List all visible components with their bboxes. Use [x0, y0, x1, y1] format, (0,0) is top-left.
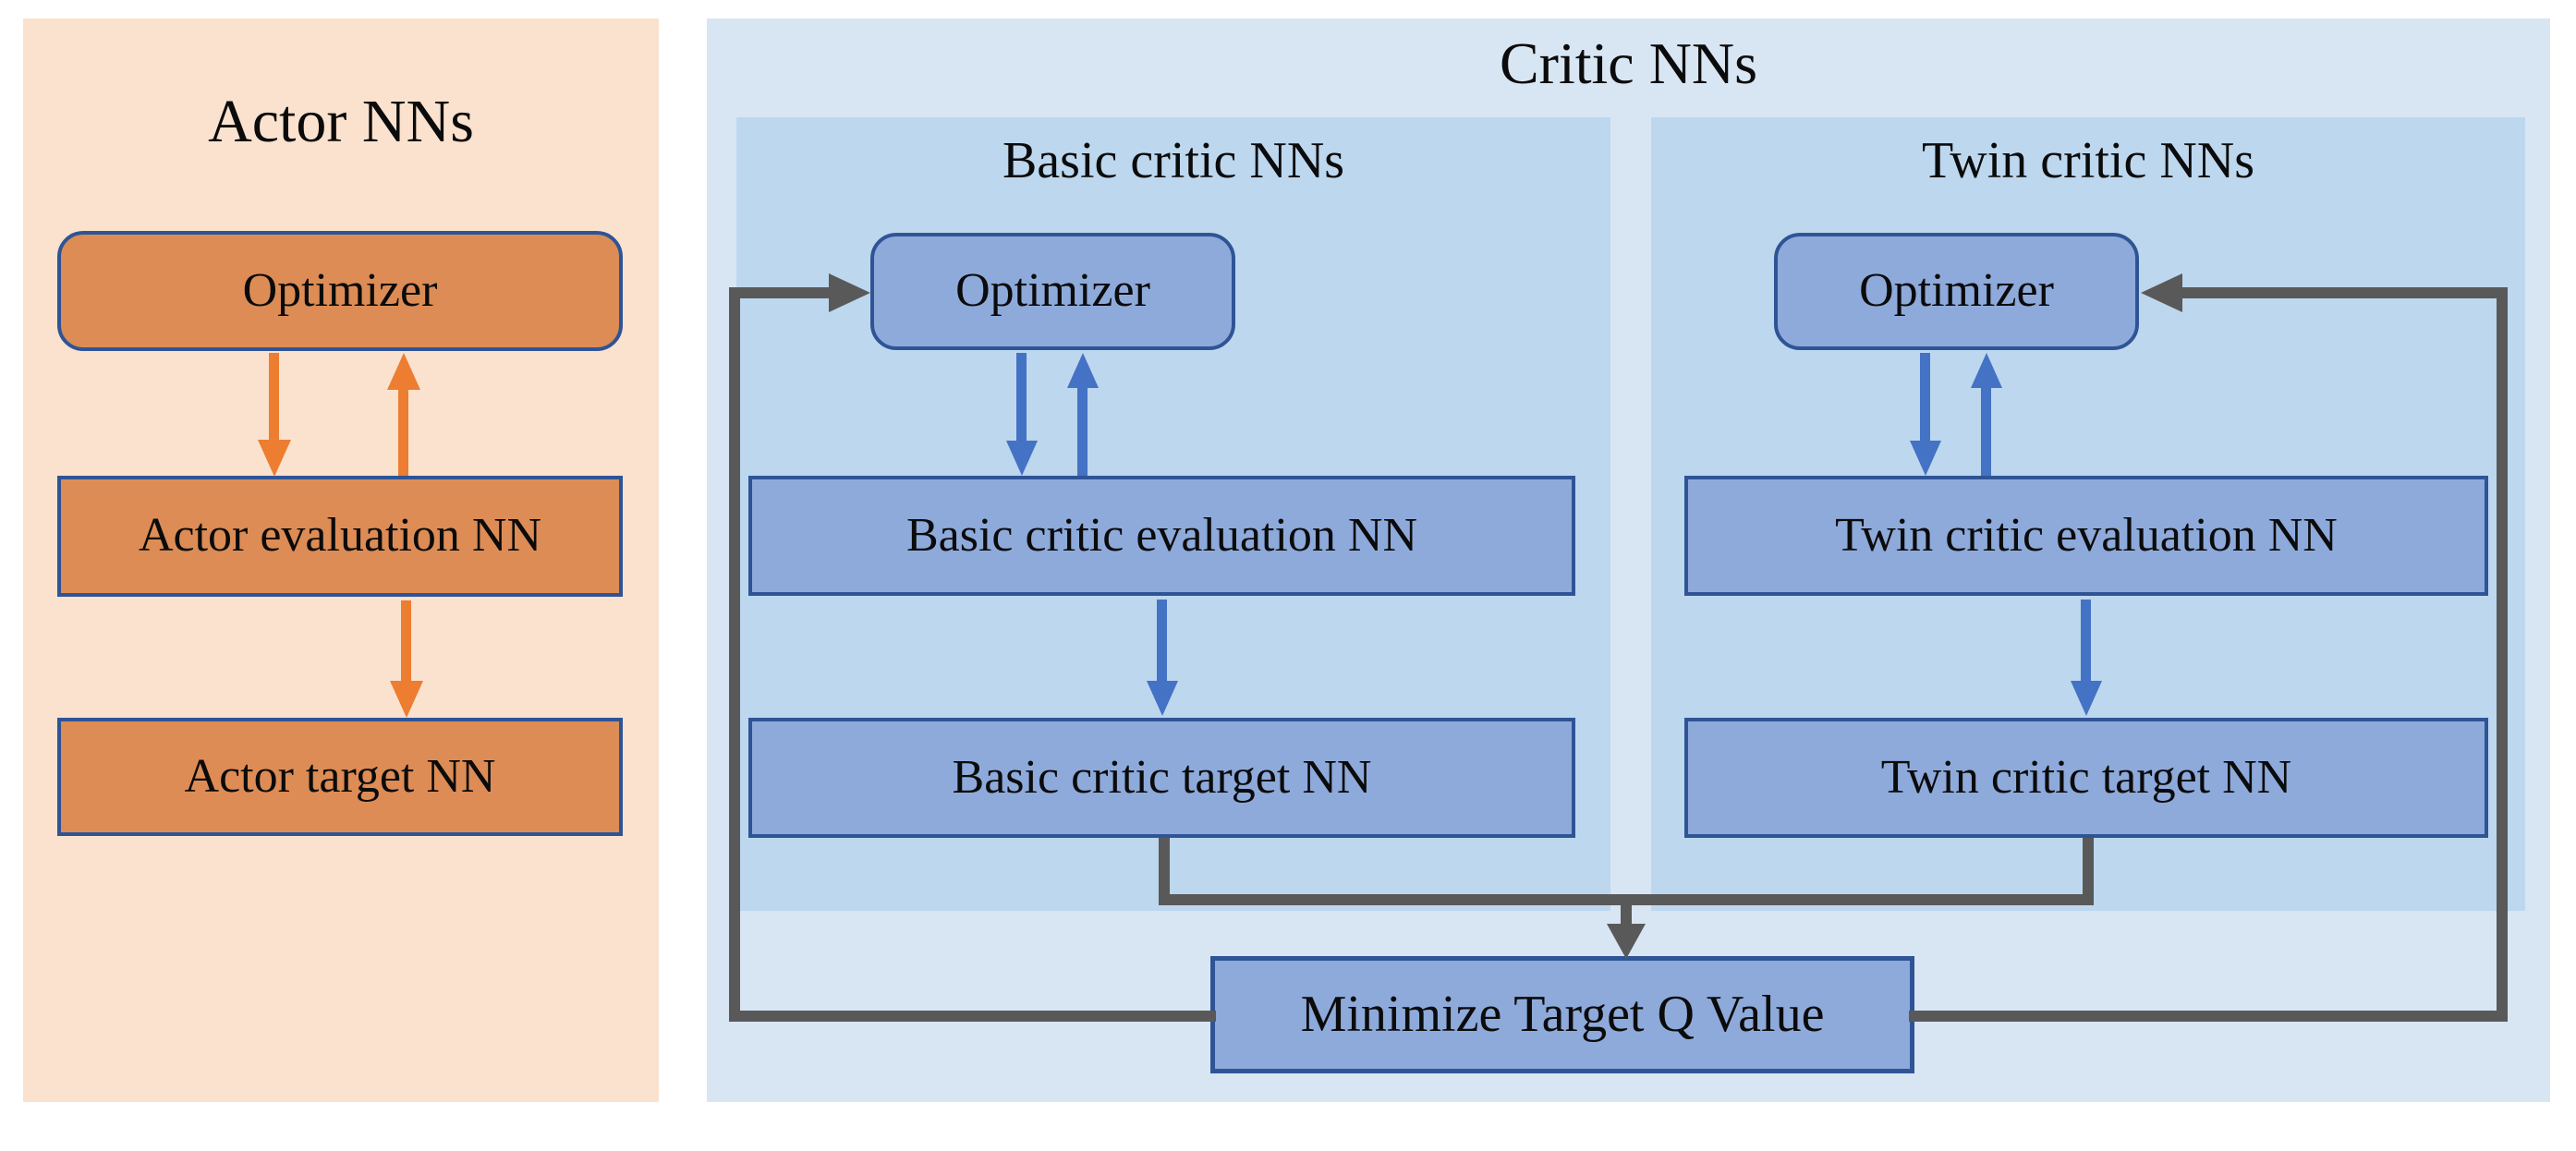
basic-critic-optimizer-box: Optimizer — [870, 233, 1235, 350]
actor-optimizer-box: Optimizer — [57, 231, 623, 351]
twin-critic-optimizer-box: Optimizer — [1774, 233, 2139, 350]
basic-critic-subpanel-title: Basic critic NNs — [1002, 132, 1345, 189]
actor-evaluation-nn-label: Actor evaluation NN — [138, 509, 542, 563]
actor-panel-title: Actor NNs — [208, 88, 474, 155]
minimize-target-q-value-label: Minimize Target Q Value — [1300, 986, 1825, 1044]
actor-target-nn-box: Actor target NN — [57, 718, 623, 836]
basic-critic-target-nn-label: Basic critic target NN — [952, 750, 1372, 804]
basic-critic-evaluation-nn-label: Basic critic evaluation NN — [905, 508, 1418, 562]
basic-critic-optimizer-label: Optimizer — [955, 264, 1150, 318]
actor-target-nn-label: Actor target NN — [184, 749, 496, 803]
actor-optimizer-label: Optimizer — [242, 263, 438, 317]
actor-evaluation-nn-box: Actor evaluation NN — [57, 476, 623, 597]
basic-critic-evaluation-nn-box: Basic critic evaluation NN — [748, 476, 1575, 596]
minimize-target-q-value-box: Minimize Target Q Value — [1210, 956, 1914, 1073]
basic-critic-target-nn-box: Basic critic target NN — [748, 718, 1575, 838]
twin-critic-evaluation-nn-box: Twin critic evaluation NN — [1684, 476, 2488, 596]
twin-critic-evaluation-nn-label: Twin critic evaluation NN — [1835, 508, 2338, 562]
twin-critic-subpanel-title: Twin critic NNs — [1921, 132, 2254, 189]
twin-critic-target-nn-box: Twin critic target NN — [1684, 718, 2488, 838]
twin-critic-optimizer-label: Optimizer — [1859, 264, 2054, 318]
critic-panel-title: Critic NNs — [1499, 30, 1758, 96]
twin-critic-target-nn-label: Twin critic target NN — [1880, 750, 2292, 804]
